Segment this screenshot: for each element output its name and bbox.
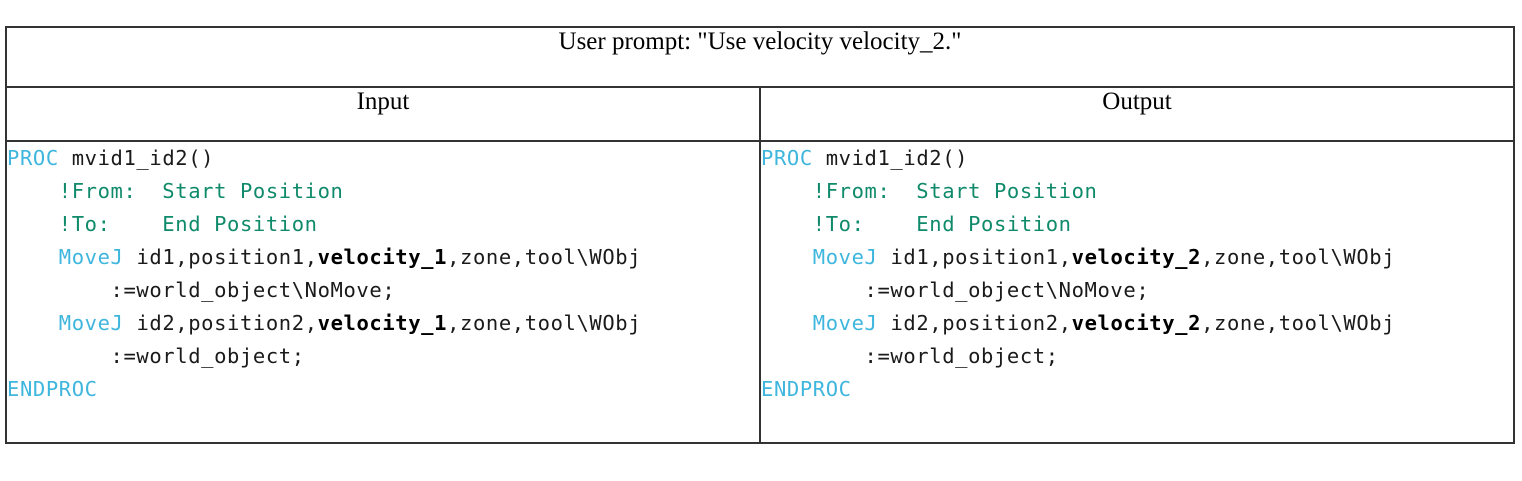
- code-token-plain: ,zone,tool\WObj: [447, 245, 642, 269]
- code-token-plain: mvid1_id2(): [58, 146, 215, 170]
- code-token-strong: velocity_1: [317, 245, 448, 269]
- code-token-kw: MoveJ: [58, 245, 124, 269]
- code-token-plain: id1,position1,: [877, 245, 1072, 269]
- code-token-plain: [7, 311, 59, 335]
- code-token-plain: [761, 245, 813, 269]
- code-token-kw: PROC: [7, 146, 59, 170]
- code-token-plain: id2,position2,: [877, 311, 1072, 335]
- code-token-kw: MoveJ: [812, 311, 878, 335]
- code-token-kw: MoveJ: [812, 245, 878, 269]
- table-row-column-headers: Input Output: [5, 86, 1515, 142]
- code-token-plain: ,zone,tool\WObj: [447, 311, 642, 335]
- code-token-plain: :=world_object;: [761, 344, 1059, 368]
- code-token-strong: velocity_2: [1071, 245, 1202, 269]
- code-token-comment: !From: Start Position: [761, 179, 1098, 203]
- code-token-plain: ,zone,tool\WObj: [1201, 311, 1396, 335]
- code-token-plain: [7, 245, 59, 269]
- code-token-comment: !To: End Position: [761, 212, 1072, 236]
- code-token-plain: :=world_object\NoMove;: [761, 278, 1150, 302]
- table-row-prompt: User prompt: "Use velocity velocity_2.": [5, 26, 1515, 88]
- code-token-plain: id2,position2,: [123, 311, 318, 335]
- input-code-block: PROC mvid1_id2() !From: Start Position !…: [7, 142, 759, 406]
- user-prompt-header: User prompt: "Use velocity velocity_2.": [5, 26, 1515, 88]
- code-token-plain: [761, 311, 813, 335]
- code-token-plain: mvid1_id2(): [812, 146, 969, 170]
- code-token-kw: ENDPROC: [7, 377, 98, 401]
- code-token-comment: !To: End Position: [7, 212, 318, 236]
- code-token-plain: ,zone,tool\WObj: [1201, 245, 1396, 269]
- code-token-kw: MoveJ: [58, 311, 124, 335]
- code-token-strong: velocity_2: [1071, 311, 1202, 335]
- code-token-comment: !From: Start Position: [7, 179, 344, 203]
- code-token-strong: velocity_1: [317, 311, 448, 335]
- input-code-cell: PROC mvid1_id2() !From: Start Position !…: [5, 140, 761, 444]
- input-output-comparison-table: User prompt: "Use velocity velocity_2." …: [5, 26, 1515, 444]
- code-token-plain: id1,position1,: [123, 245, 318, 269]
- code-token-plain: :=world_object;: [7, 344, 305, 368]
- code-token-kw: ENDPROC: [761, 377, 852, 401]
- code-token-plain: :=world_object\NoMove;: [7, 278, 396, 302]
- code-token-kw: PROC: [761, 146, 813, 170]
- column-header-input: Input: [5, 86, 761, 142]
- output-code-block: PROC mvid1_id2() !From: Start Position !…: [761, 142, 1513, 406]
- table-row-code: PROC mvid1_id2() !From: Start Position !…: [5, 140, 1515, 444]
- column-header-output: Output: [759, 86, 1515, 142]
- comparison-figure: User prompt: "Use velocity velocity_2." …: [5, 26, 1515, 444]
- output-code-cell: PROC mvid1_id2() !From: Start Position !…: [759, 140, 1515, 444]
